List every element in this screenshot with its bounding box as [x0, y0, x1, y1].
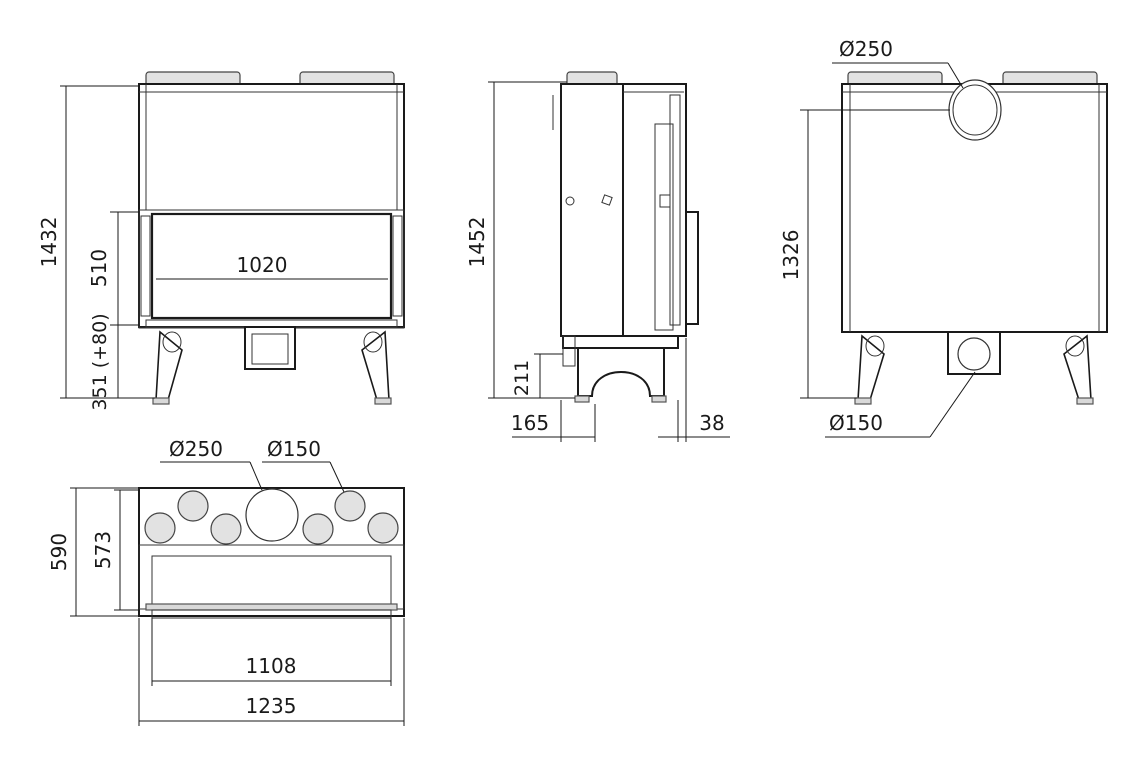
- front-door-width-label: 1020: [237, 253, 288, 277]
- side-front-offset-label: 38: [699, 411, 724, 435]
- rear-flue-large-label: Ø250: [839, 37, 893, 61]
- rear-outlet-height-label: 1326: [779, 230, 803, 281]
- top-flue-small-label: Ø150: [267, 437, 321, 461]
- top-flue-large: [245, 488, 299, 542]
- side-height-total-label: 1452: [465, 217, 489, 268]
- top-width-total-label: 1235: [246, 694, 297, 718]
- top-flue-small-5: [334, 490, 366, 522]
- top-flue-small-2: [177, 490, 209, 522]
- side-rear-offset-label: 165: [511, 411, 549, 435]
- side-body: [560, 83, 624, 337]
- top-flue-large-label: Ø250: [169, 437, 223, 461]
- front-view: 1432 510 351 (+80) 1020: [37, 71, 405, 411]
- rear-view: Ø250 1326 Ø150: [779, 37, 1108, 438]
- top-flue-small-1: [144, 512, 176, 544]
- side-view: 1452 211 165 38: [465, 71, 730, 442]
- front-door-height-label: 510: [87, 249, 111, 287]
- top-view: Ø250 Ø150 590 573 1108 1235: [47, 437, 405, 726]
- front-base-height-label: 351 (+80): [89, 313, 111, 410]
- side-leg-height-label: 211: [511, 360, 533, 396]
- top-flue-small-3: [210, 513, 242, 545]
- top-flue-small-4: [302, 513, 334, 545]
- rear-flue-small-label: Ø150: [829, 411, 883, 435]
- rear-flue-small-outlet: [957, 337, 991, 371]
- front-height-total-label: 1432: [37, 217, 61, 268]
- front-glass-door: [150, 212, 393, 320]
- top-width-inner-label: 1108: [246, 654, 297, 678]
- top-depth-total-label: 590: [47, 533, 71, 571]
- rear-flue-large-outlet: [948, 79, 1002, 141]
- top-flue-small-6: [367, 512, 399, 544]
- top-depth-inner-label: 573: [91, 531, 115, 569]
